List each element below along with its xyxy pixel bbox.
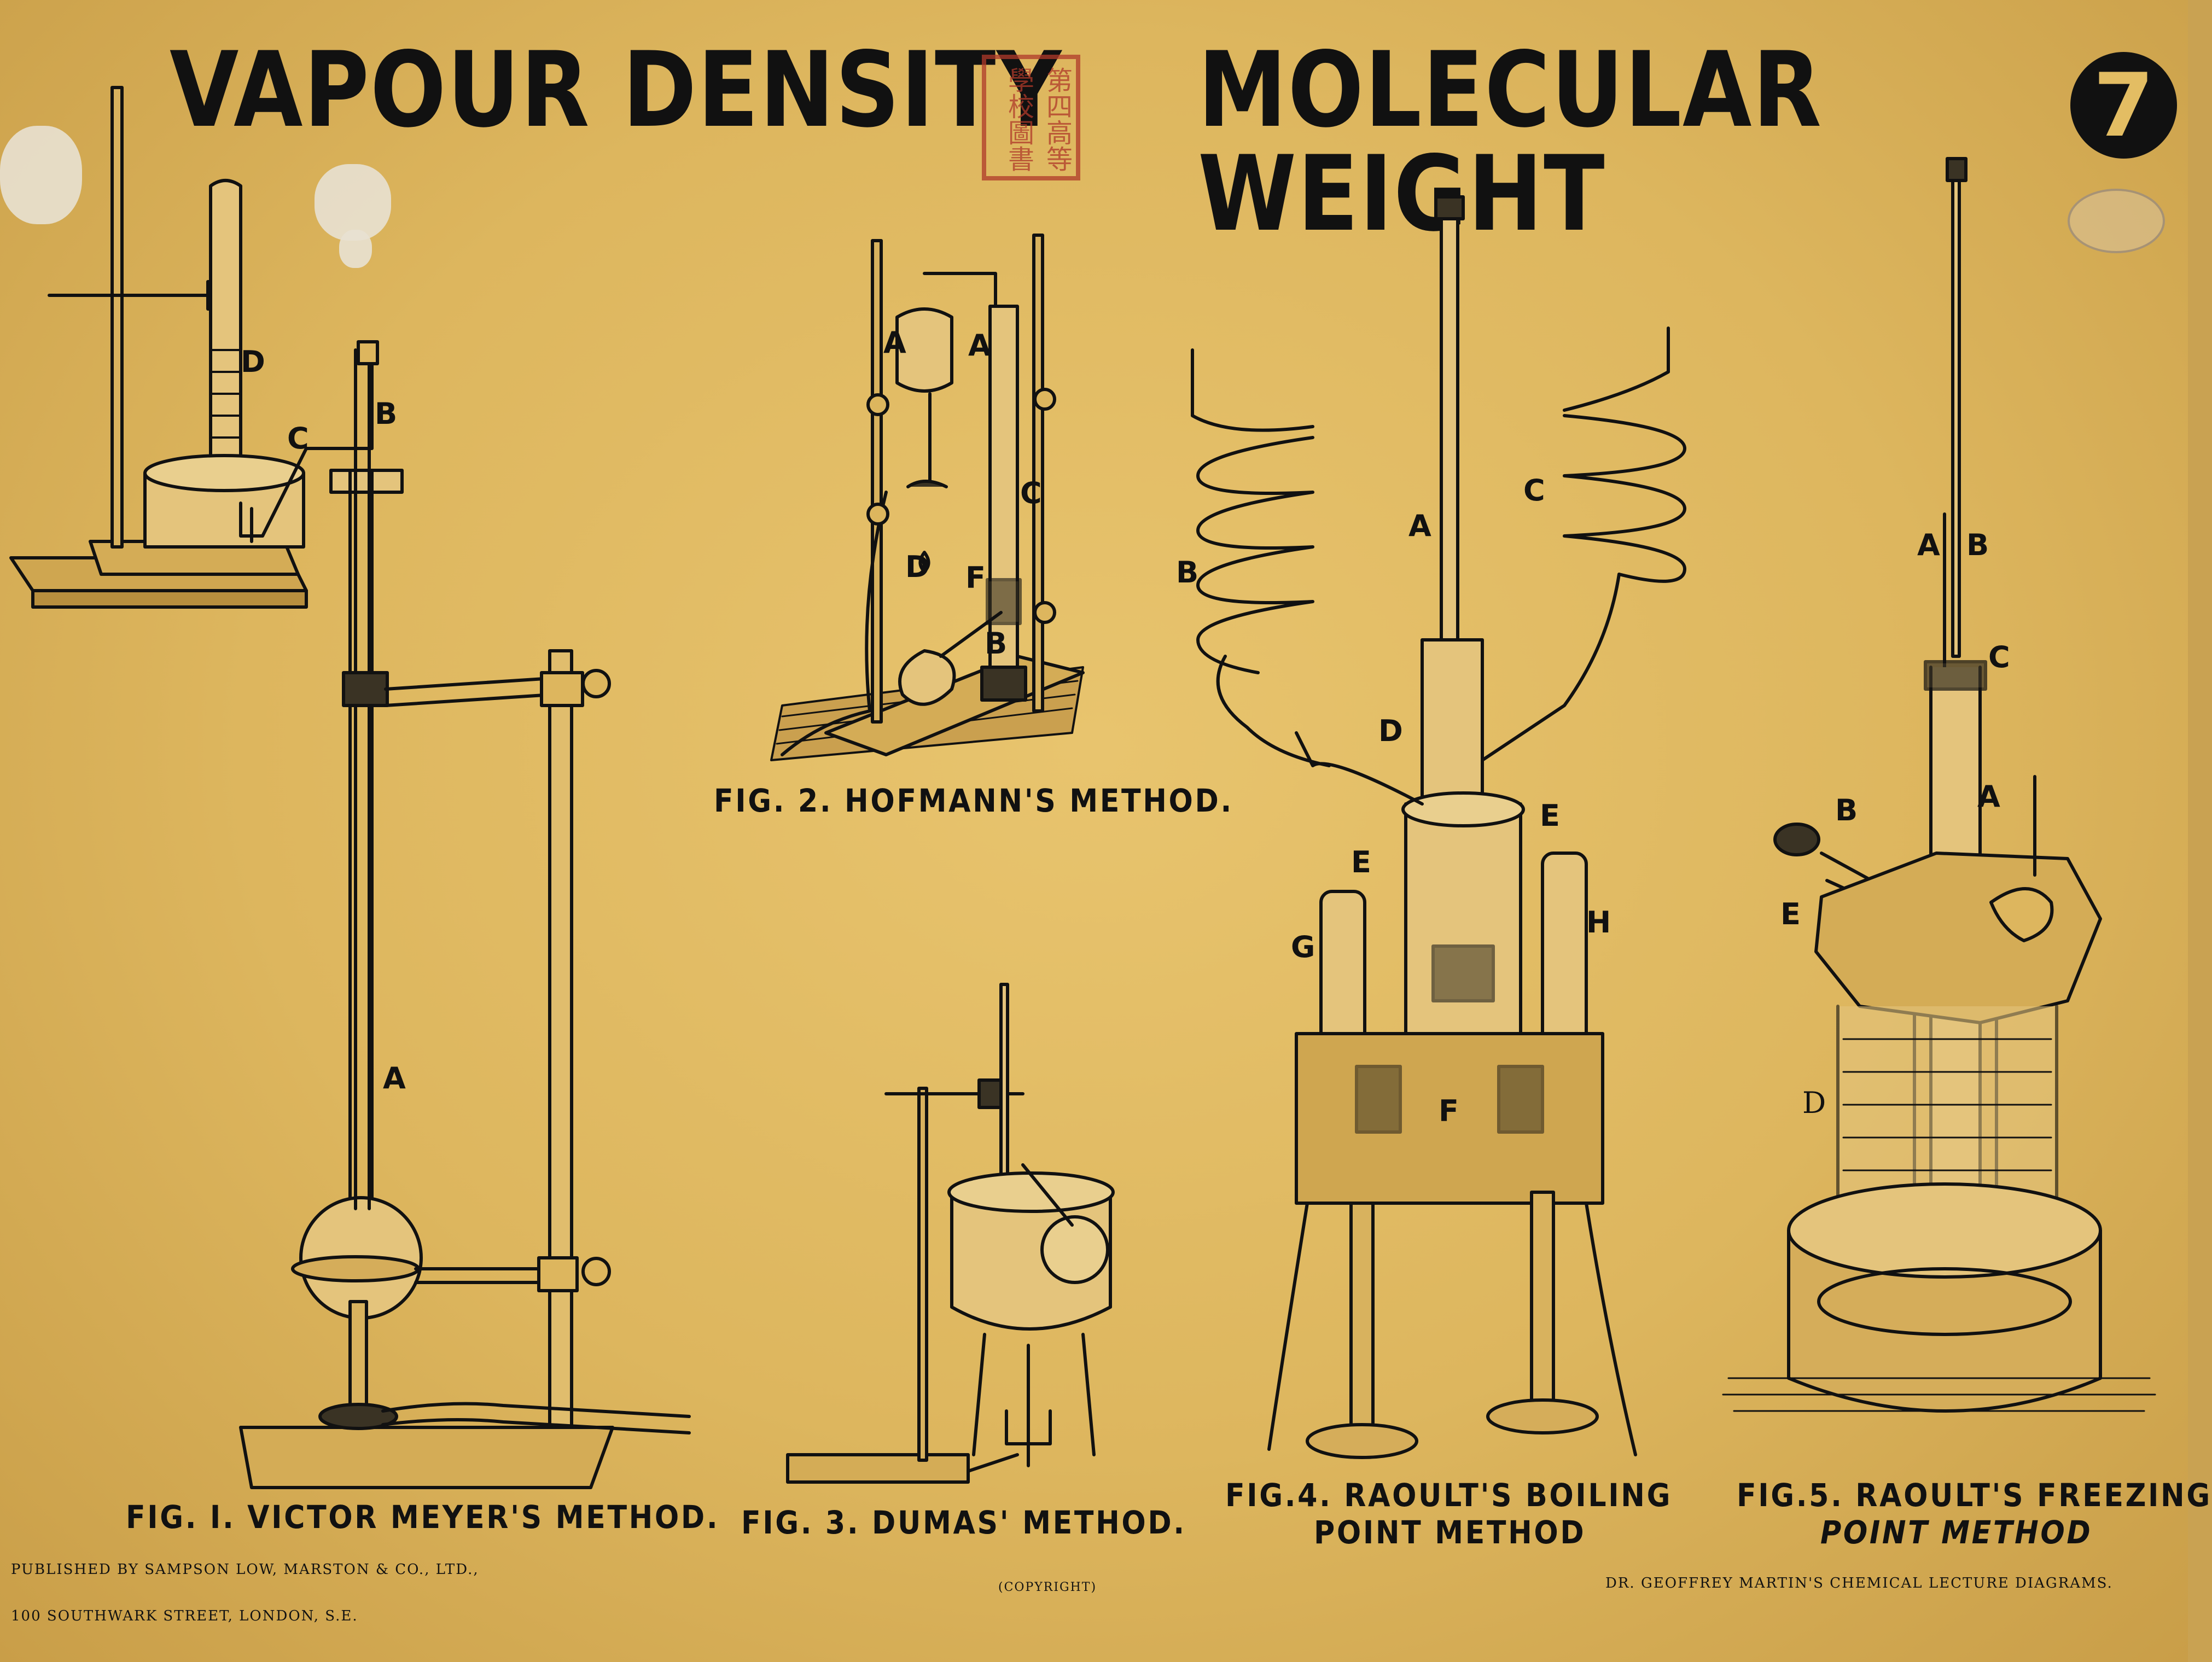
publisher-line1: PUBLISHED BY SAMPSON LOW, MARSTON & CO.,… [11, 1561, 479, 1578]
copyright-notice: (COPYRIGHT) [998, 1581, 1097, 1594]
fig4-label-a: A [1408, 509, 1431, 543]
oval-stamp [2068, 189, 2165, 253]
fig2-label-b: B [985, 626, 1008, 661]
fig2-caption: FIG. 2. HOFMANN'S METHOD. [714, 782, 1233, 819]
fig5-label-c: C [1988, 640, 2010, 674]
fig5-label-e: E [1780, 897, 1801, 931]
fig4-label-e-right: E [1540, 798, 1560, 833]
fig3-dumas-apparatus [786, 983, 1115, 1484]
fig5-label-b-side: B [1835, 793, 1858, 827]
fig4-label-h: H [1586, 905, 1611, 940]
fig4-caption-line1: FIG.4. RAOULT'S BOILING [1225, 1477, 1673, 1514]
fig2-label-a-left: A [883, 325, 906, 360]
fig5-raoult-freezing-apparatus [1722, 157, 2156, 1413]
fig4-raoult-boiling-apparatus [1191, 195, 1686, 1459]
fig5-label-d: D [1802, 1086, 1826, 1120]
paper-tear [315, 164, 391, 241]
fig2-label-d: D [905, 550, 930, 584]
publisher-line2: 100 SOUTHWARK STREET, LONDON, S.E. [11, 1608, 358, 1624]
fig5-caption-line2: POINT METHOD [1820, 1514, 2093, 1551]
fig4-caption: FIG.4. RAOULT'S BOILING POINT METHOD [1225, 1477, 1672, 1551]
fig4-label-g: G [1291, 930, 1315, 964]
paper-tear [339, 230, 372, 268]
fig5-caption-line1: FIG.5. RAOULT'S FREEZING [1737, 1477, 2212, 1514]
fig5-label-a-top: A [1917, 528, 1940, 562]
fig3-caption: FIG. 3. DUMAS' METHOD. [741, 1504, 1186, 1541]
fig4-label-b: B [1176, 555, 1199, 590]
series-credit: DR. GEOFFREY MARTIN'S CHEMICAL LECTURE D… [1605, 1575, 2113, 1591]
fig4-label-d: D [1378, 714, 1403, 748]
fig4-label-f: F [1439, 1094, 1459, 1128]
fig1-label-b: B [375, 396, 398, 431]
fig2-label-a-right: A [968, 328, 991, 363]
fig4-caption-line2: POINT METHOD [1314, 1514, 1586, 1551]
library-seal-stamp: 第四高等學校圖書 [982, 55, 1080, 180]
title-molecular-weight: MOLECULAR WEIGHT [1198, 30, 1823, 254]
paper-tear [0, 126, 82, 224]
fig1-label-c: C [287, 421, 309, 456]
fig1-victor-meyer-apparatus [9, 86, 691, 1489]
title-vapour-density: VAPOUR DENSITY [170, 30, 1063, 150]
fig1-caption: FIG. I. VICTOR MEYER'S METHOD. [126, 1498, 720, 1536]
fig2-label-f: F [965, 561, 986, 595]
fig4-label-c: C [1523, 473, 1545, 508]
plate-number-badge: 7 [2070, 52, 2177, 159]
fig2-hofmann-apparatus [770, 234, 1085, 761]
fig4-label-e-left: E [1351, 845, 1371, 879]
fig5-caption: FIG.5. RAOULT'S FREEZING POINT METHOD [1737, 1477, 2212, 1551]
fig1-label-a: A [383, 1061, 406, 1095]
fig2-label-c: C [1020, 476, 1042, 510]
fig5-label-b-top: B [1966, 528, 1989, 562]
fig5-label-a-side: A [1977, 779, 2000, 814]
fig1-label-d: D [241, 345, 265, 379]
